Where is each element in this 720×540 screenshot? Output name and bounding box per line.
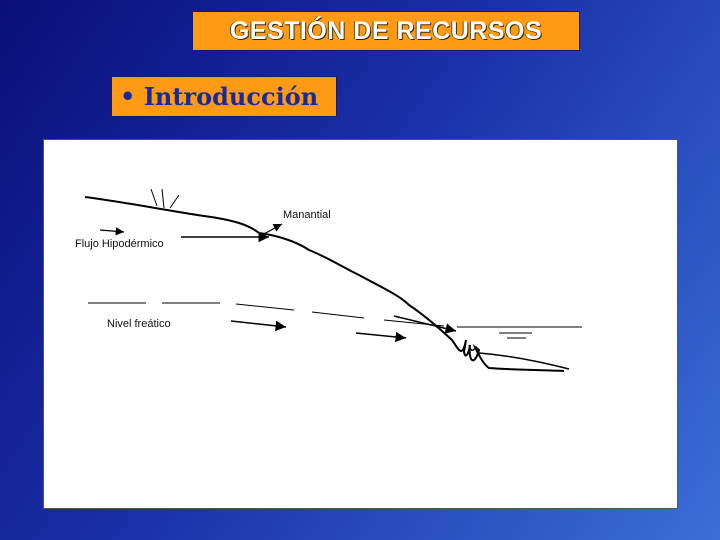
subsurface-flow-label: Flujo Hipodérmico bbox=[75, 238, 164, 250]
slide-title: GESTIÓN DE RECURSOS bbox=[229, 16, 543, 45]
water-table-label: Nivel freático bbox=[107, 318, 171, 330]
groundwater-arrow-1 bbox=[230, 320, 287, 332]
slide-title-box: GESTIÓN DE RECURSOS bbox=[192, 11, 580, 51]
diagram-drawing bbox=[84, 188, 582, 372]
groundwater-arrow-3 bbox=[393, 315, 457, 334]
groundwater-arrow-2 bbox=[355, 331, 407, 343]
section-heading: • Introducción bbox=[120, 82, 318, 111]
rain-marks bbox=[150, 188, 180, 209]
hydrology-diagram: Manantial Flujo Hipodérmico Nivel freáti… bbox=[43, 139, 678, 509]
bullet-icon: • bbox=[120, 82, 136, 111]
infiltration-arrow bbox=[99, 227, 125, 236]
section-label: Introducción bbox=[143, 82, 319, 111]
spring-label: Manantial bbox=[283, 209, 331, 221]
section-heading-box: • Introducción bbox=[111, 76, 337, 117]
water-body bbox=[457, 326, 582, 339]
spring-arrow bbox=[260, 223, 283, 236]
ground-surface-line bbox=[84, 196, 565, 372]
